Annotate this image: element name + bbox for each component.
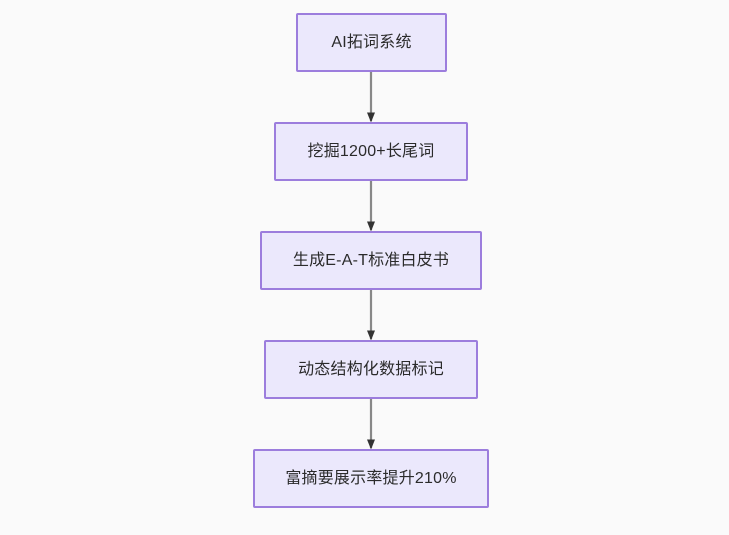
flow-node-rich-snippet-rate-increase[interactable]: 富摘要展示率提升210% xyxy=(253,449,489,508)
flow-node-ai-keyword-system[interactable]: AI拓词系统 xyxy=(296,13,447,72)
flow-node-label: 动态结构化数据标记 xyxy=(298,360,444,378)
flow-node-mine-longtail-keywords[interactable]: 挖掘1200+长尾词 xyxy=(274,122,468,181)
flow-node-label: 挖掘1200+长尾词 xyxy=(307,142,435,160)
flow-node-label: 富摘要展示率提升210% xyxy=(285,469,457,487)
flow-node-label: AI拓词系统 xyxy=(331,33,412,51)
flow-node-dynamic-structured-data-markup[interactable]: 动态结构化数据标记 xyxy=(264,340,478,399)
flow-node-generate-eat-whitepaper[interactable]: 生成E-A-T标准白皮书 xyxy=(260,231,482,290)
flow-node-label: 生成E-A-T标准白皮书 xyxy=(292,251,450,269)
